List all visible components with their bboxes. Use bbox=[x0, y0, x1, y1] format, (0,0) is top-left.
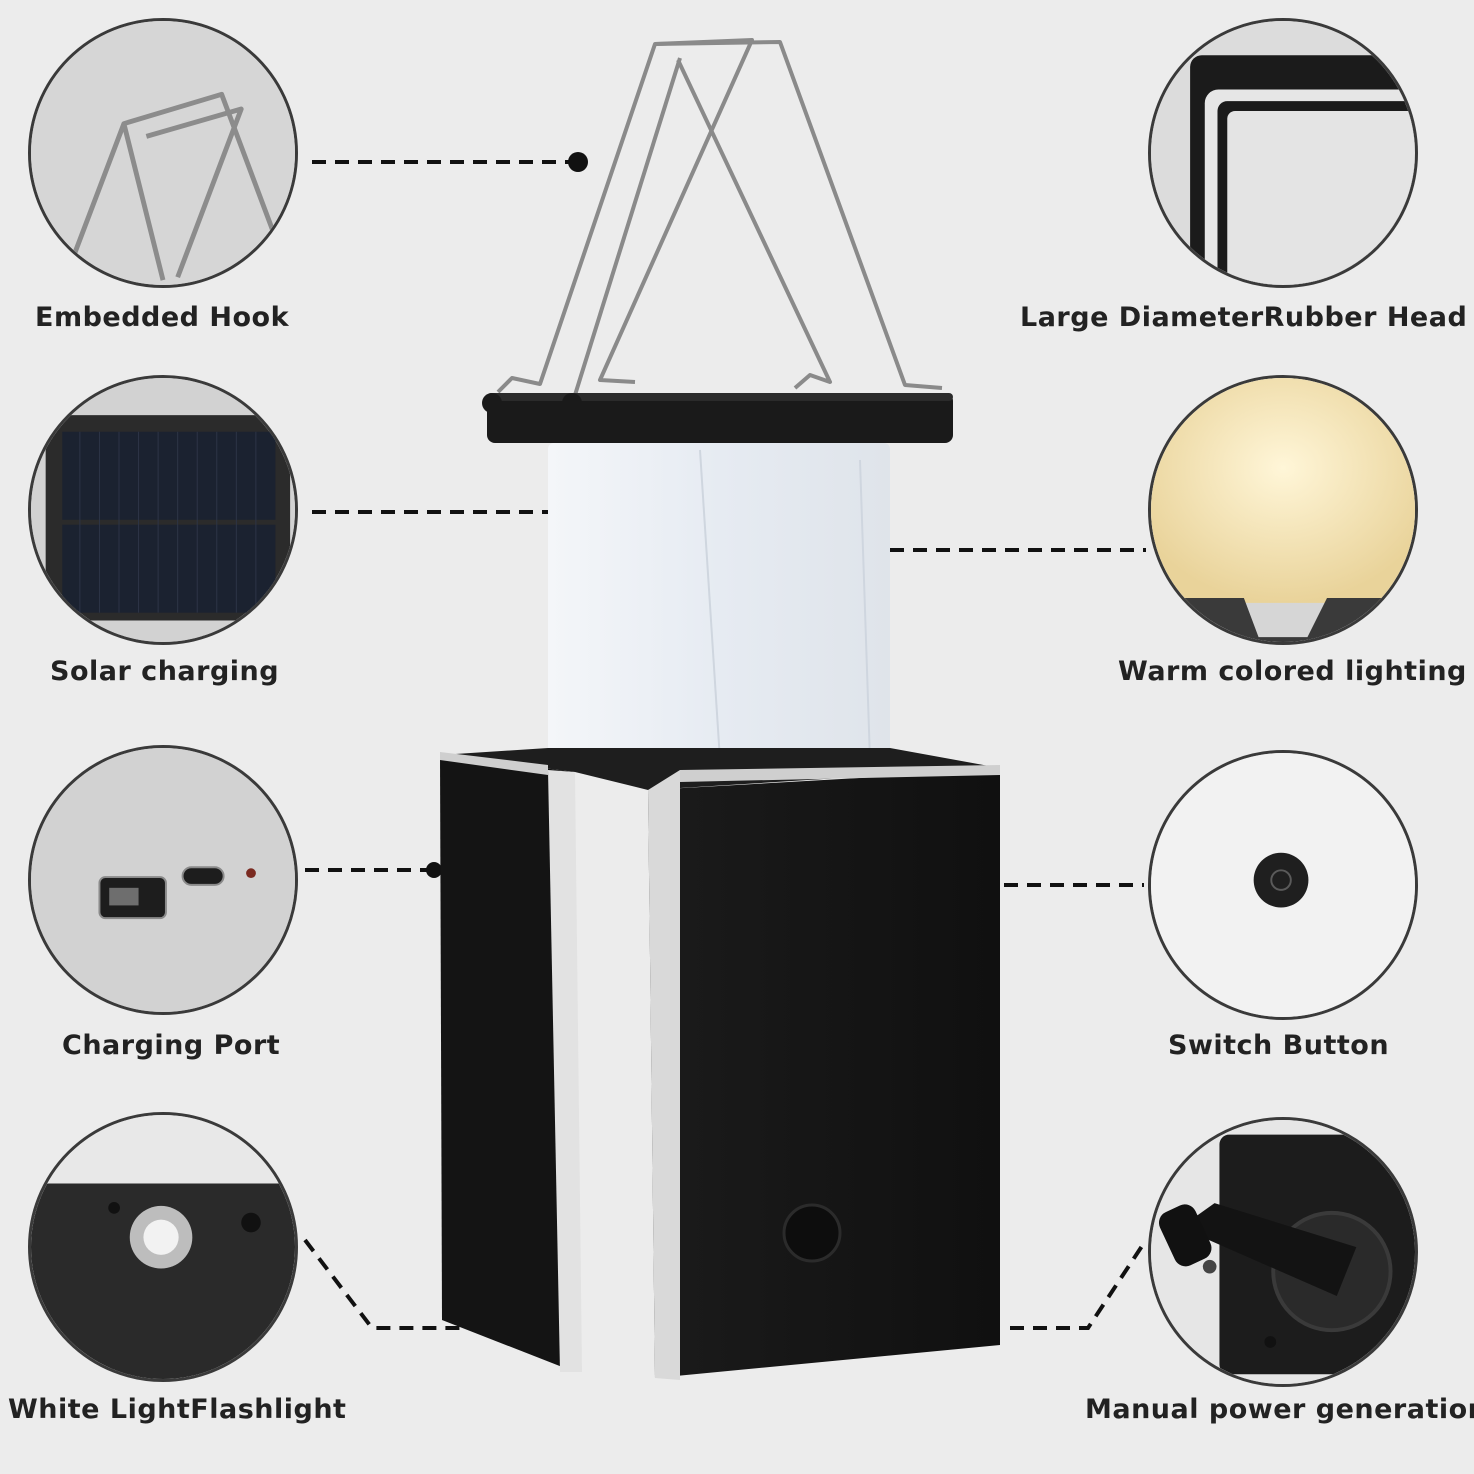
label-solar-charging: Solar charging bbox=[50, 656, 280, 687]
connector-manual bbox=[1010, 1238, 1148, 1330]
wire-handle bbox=[496, 38, 943, 396]
solar-circle bbox=[28, 375, 298, 645]
lantern-top-surface bbox=[440, 748, 1000, 790]
lantern-body-front bbox=[648, 770, 1000, 1378]
lantern-trim-left bbox=[548, 770, 582, 1372]
warm-light-circle bbox=[1148, 375, 1418, 645]
label-flashlight: White LightFlashlight bbox=[8, 1394, 347, 1425]
label-charging-port: Charging Port bbox=[62, 1030, 281, 1061]
label-manual-power: Manual power generation bbox=[1085, 1394, 1474, 1425]
port-circle bbox=[28, 745, 298, 1015]
lantern-switch bbox=[782, 1203, 842, 1263]
manual-power-circle bbox=[1148, 1117, 1418, 1387]
rubber-head-circle bbox=[1148, 18, 1418, 288]
connector-lines bbox=[303, 160, 1148, 1330]
connector-flashlight bbox=[303, 1238, 475, 1330]
label-warm-lighting: Warm colored lighting bbox=[1118, 656, 1467, 687]
lantern-top-cap bbox=[487, 393, 953, 443]
lantern-shade bbox=[548, 443, 890, 768]
flashlight-circle bbox=[28, 1112, 298, 1382]
hook-circle bbox=[28, 18, 298, 288]
port-dot bbox=[426, 862, 442, 878]
switch-circle bbox=[1148, 750, 1418, 1020]
label-rubber-head: Large DiameterRubber Head bbox=[1020, 302, 1468, 333]
lantern-trim-right bbox=[648, 770, 680, 1380]
label-embedded-hook: Embedded Hook bbox=[35, 302, 290, 333]
label-switch-button: Switch Button bbox=[1168, 1030, 1390, 1061]
lantern-body-left bbox=[440, 755, 575, 1372]
hook-dot bbox=[568, 152, 588, 172]
